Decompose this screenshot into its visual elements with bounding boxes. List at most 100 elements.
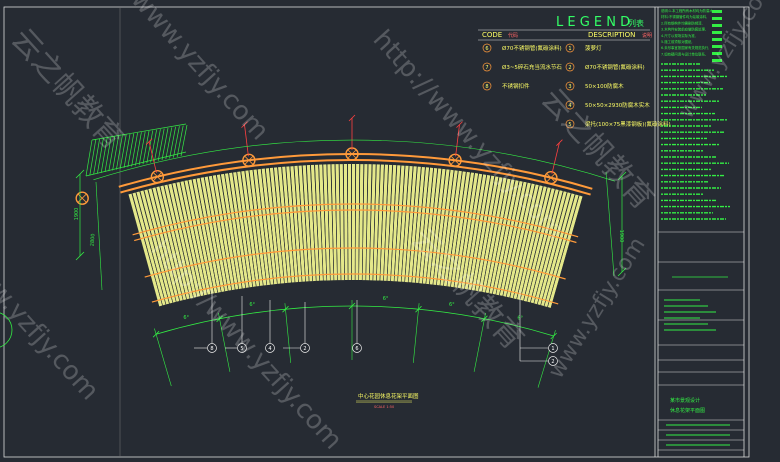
slat-gap — [453, 172, 471, 288]
legend-code-bubble — [565, 119, 575, 129]
slat — [390, 165, 401, 282]
slat — [327, 164, 334, 281]
legend-code: 5 — [568, 122, 571, 128]
hatch-line — [169, 126, 176, 159]
legend-desc: 50×100防腐木 — [585, 82, 624, 90]
slat — [204, 176, 228, 292]
slat-gap — [390, 165, 398, 282]
hatch-line — [161, 127, 169, 161]
slat-gap — [131, 193, 163, 306]
slat — [436, 169, 454, 286]
legend-code: 3 — [568, 84, 571, 90]
slat — [355, 163, 360, 281]
note-marker — [712, 31, 722, 34]
slat-gap — [509, 184, 536, 298]
slat-gap — [365, 164, 369, 281]
slat-gap — [199, 177, 222, 293]
slat-gap — [512, 185, 540, 299]
axis-tick — [556, 139, 563, 146]
dim-extension — [218, 312, 231, 372]
note-line: 7.如有疑问请与设计单位联系, — [661, 51, 706, 56]
dim-extension — [537, 330, 556, 388]
legend-header-desc-cn: 说明 — [642, 32, 652, 39]
slat-gap — [135, 192, 167, 305]
dim-tick — [152, 330, 160, 338]
legend-desc: Ø70不锈钢管(氟碳涂料) — [502, 44, 562, 52]
legend-code: 2 — [568, 65, 571, 71]
legend-code-bubble — [482, 43, 492, 53]
hatch-line — [116, 135, 123, 170]
note-line: 材料:不锈钢管件均为氟碳涂料, — [661, 14, 707, 19]
hatch-line — [123, 133, 131, 169]
title-block-project: 某市景观设计 — [670, 397, 700, 404]
watermark-url-4: www.yzfjy.com — [0, 245, 105, 407]
hatch-base — [85, 151, 187, 177]
slat-gap — [277, 167, 289, 283]
post — [448, 153, 462, 168]
slat-gap — [347, 163, 349, 281]
hatch-line — [100, 137, 108, 173]
slat-gap — [269, 168, 282, 284]
slat-gap — [358, 163, 361, 281]
hatch-line — [89, 139, 97, 176]
slat-gap — [415, 167, 426, 283]
slat — [323, 164, 331, 281]
hatch-line — [131, 132, 138, 167]
dim-angle-label: 6° — [183, 315, 189, 321]
dim-left-side — [95, 181, 103, 291]
slat — [358, 164, 364, 281]
callout-bubble — [265, 343, 275, 353]
slat-gap — [306, 165, 313, 282]
slat — [294, 165, 306, 282]
slat-gap — [310, 164, 317, 281]
dim-tick — [216, 315, 223, 323]
slat-gap — [450, 171, 467, 287]
slat — [450, 171, 470, 288]
note-marker — [712, 45, 722, 48]
slat-gap — [383, 164, 389, 281]
slat — [482, 177, 507, 293]
slat-gap — [537, 192, 568, 305]
callout-number: 4 — [268, 346, 271, 352]
slat — [429, 168, 446, 285]
hatch-line — [135, 132, 142, 166]
slat-gap — [183, 181, 208, 295]
beam-arc — [120, 158, 591, 196]
slat-gap — [460, 173, 479, 289]
slat-gap — [506, 183, 532, 297]
axis-line — [551, 142, 560, 174]
legend-code-bubble — [565, 62, 575, 72]
watermark-brand-1: 云之帆教育 — [4, 22, 130, 157]
slat-gap — [322, 164, 328, 281]
legend-code-bubble — [565, 43, 575, 53]
drawing-title-block: 中心花园休息花架平面图 SCALE 1:50 — [356, 392, 419, 409]
slat-gap — [436, 169, 451, 286]
hatch-line — [157, 128, 165, 161]
slat-gap — [293, 165, 303, 282]
slat — [527, 189, 559, 303]
slat — [128, 193, 163, 307]
note-marker — [712, 59, 722, 62]
dim-right-height: 1900 — [618, 230, 624, 243]
dim-extension — [413, 303, 420, 363]
beam-arc — [118, 152, 593, 190]
slat-gap — [318, 164, 324, 281]
slat — [132, 192, 166, 306]
slat — [220, 173, 242, 289]
hatch-line — [180, 124, 188, 157]
slat — [404, 166, 417, 283]
hatch-line — [119, 134, 127, 169]
slat-gap — [248, 170, 264, 286]
slat — [534, 191, 567, 305]
slat-gap — [334, 164, 338, 281]
slat — [544, 194, 579, 308]
slat-gap — [260, 168, 275, 285]
slat-gap — [143, 190, 174, 303]
slat-gap — [422, 167, 434, 284]
slat-gap — [236, 171, 253, 287]
dim-angle-label: 6° — [249, 302, 255, 308]
